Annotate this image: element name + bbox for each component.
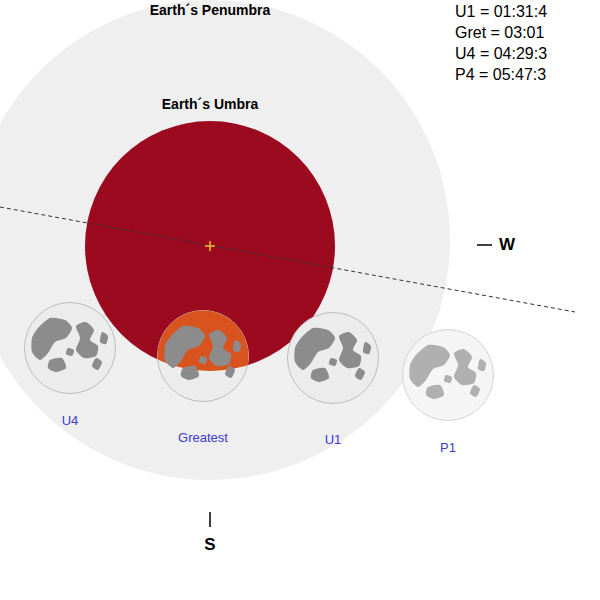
penumbra-label: Earth´s Penumbra <box>150 2 271 18</box>
moon-face <box>403 330 494 421</box>
lunar-mare <box>294 328 335 370</box>
moon-path <box>0 207 575 312</box>
moon-disc-shape <box>287 312 379 404</box>
moon-disc: Greatest <box>157 310 249 402</box>
lunar-mare <box>454 349 476 385</box>
contact-label: U1 <box>325 433 342 448</box>
lunar-mare <box>164 326 205 368</box>
lunar-mare <box>66 348 74 356</box>
contact-time: Gret = 03:01 <box>455 24 544 42</box>
lunar-mare <box>233 340 241 352</box>
moon-disc-shape <box>402 329 494 421</box>
moon-disc: U4 <box>24 302 116 394</box>
penumbra-disc: Earth´s PenumbraEarth´s UmbraU4GreatestU… <box>0 0 450 480</box>
moon-face <box>25 303 116 394</box>
lunar-mare <box>355 368 365 380</box>
south-tick <box>209 512 211 527</box>
contact-label: U4 <box>62 414 79 429</box>
moon-disc: P1 <box>402 329 494 421</box>
lunar-mare <box>76 322 98 358</box>
direction-letter: W <box>499 235 515 255</box>
umbra-center-cross <box>209 241 211 251</box>
lunar-mare <box>339 332 361 368</box>
lunar-mare <box>48 358 66 372</box>
eclipsed-moon <box>158 311 249 402</box>
lunar-mare <box>31 318 72 360</box>
lunar-mare <box>426 385 444 399</box>
lunar-mare <box>225 366 235 378</box>
lunar-mare <box>181 366 199 380</box>
lunar-mare <box>363 342 371 354</box>
lunar-mare <box>329 358 337 366</box>
lunar-mare <box>470 385 480 397</box>
lunar-mare <box>92 358 102 370</box>
contact-label: Greatest <box>178 431 228 446</box>
penumbra-disc <box>0 0 450 480</box>
moon-disc-shape <box>157 310 249 402</box>
moon-face <box>158 311 249 402</box>
contact-label: P1 <box>440 441 456 456</box>
lunar-mare <box>181 366 199 380</box>
moon-disc-shape <box>24 302 116 394</box>
lunar-mare <box>209 330 231 366</box>
west-tick <box>477 244 492 246</box>
lunar-mare <box>311 368 329 382</box>
direction-letter: S <box>204 535 215 555</box>
umbra-label: Earth´s Umbra <box>162 96 258 112</box>
lunar-mare <box>100 332 108 344</box>
umbra-center-cross <box>205 245 215 247</box>
lunar-mare <box>444 375 452 383</box>
lunar-mare <box>409 345 450 387</box>
contact-time: P4 = 05:47:3 <box>455 66 546 84</box>
lunar-mare <box>478 359 486 371</box>
lunar-mare <box>199 356 207 364</box>
contact-time: U1 = 01:31:4 <box>455 3 547 21</box>
moon-disc: U1 <box>287 312 379 404</box>
contact-time: U4 = 04:29:3 <box>455 45 547 63</box>
moon-face <box>288 313 379 404</box>
